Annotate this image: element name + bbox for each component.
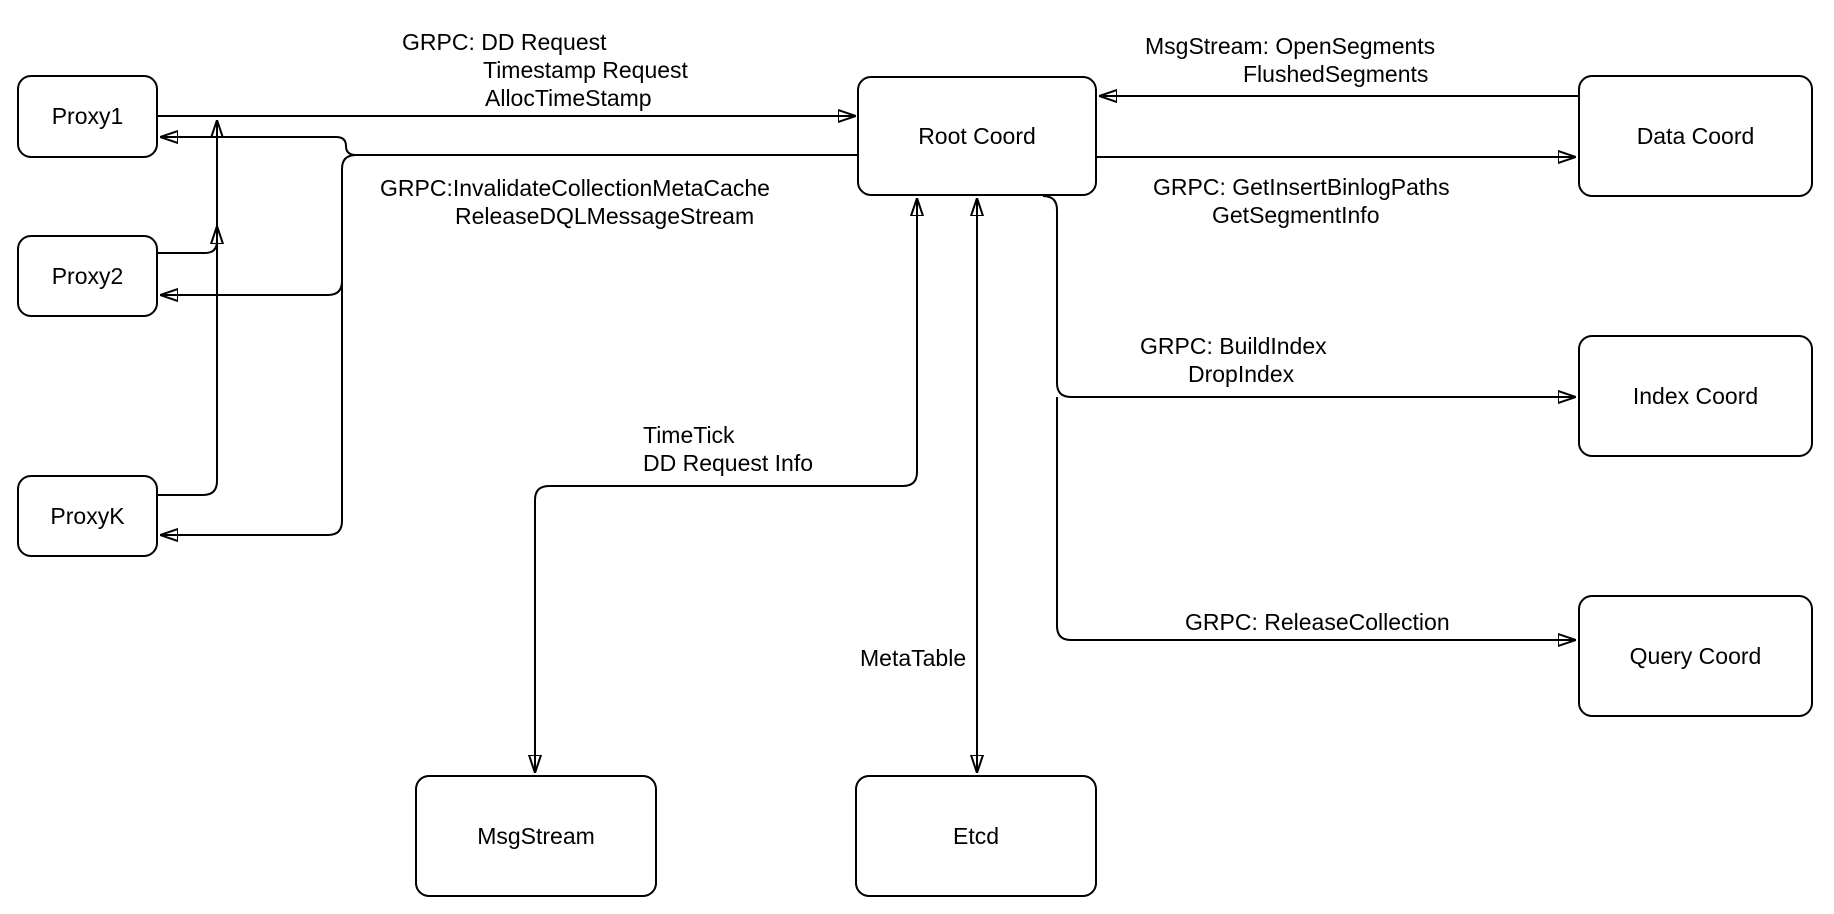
edge-label-dd-request-line2: Timestamp Request [483,57,688,83]
edge-label-get-insert-line2: GetSegmentInfo [1212,202,1380,228]
edge-rootcoord-to-indexcoord [1042,195,1575,397]
node-index-coord: Index Coord [1578,335,1813,457]
edge-rootcoord-to-proxyk [161,281,343,535]
edge-label-invalidate-line2: ReleaseDQLMessageStream [455,203,755,229]
edge-label-release-collection: GRPC: ReleaseCollection [1185,609,1450,635]
edge-label-time-tick-line2: DD Request Info [643,450,814,476]
edge-label-get-insert-line1: GRPC: GetInsertBinlogPaths [1153,174,1450,200]
edge-label-meta-table: MetaTable [860,645,967,671]
edge-label-build-index-line2: DropIndex [1188,361,1295,387]
edge-label-dd-request-line1: GRPC: DD Request [402,29,607,55]
edge-proxyk-feeder [158,121,217,496]
node-proxy1: Proxy1 [17,75,158,158]
edge-label-build-index-line1: GRPC: BuildIndex [1140,333,1327,359]
edge-label-open-segments-line1: MsgStream: OpenSegments [1145,33,1436,59]
edge-label-invalidate-line1: GRPC:InvalidateCollectionMetaCache [380,175,770,201]
edge-rootcoord-to-proxy1 [161,137,857,156]
node-msgstream: MsgStream [415,775,657,897]
node-proxy2: Proxy2 [17,235,158,317]
node-data-coord: Data Coord [1578,75,1813,197]
node-etcd: Etcd [855,775,1097,897]
edge-label-time-tick-line1: TimeTick [643,422,735,448]
edge-rootcoord-msgstream [535,199,917,772]
edge-rootcoord-to-querycoord [1056,397,1575,640]
edge-proxy2-merge [158,227,217,254]
node-query-coord: Query Coord [1578,595,1813,717]
edge-rootcoord-to-proxy2 [161,154,357,295]
edge-label-dd-request-line3: AllocTimeStamp [485,85,652,111]
node-proxyk: ProxyK [17,475,158,557]
edge-label-open-segments-line2: FlushedSegments [1243,61,1429,87]
node-root-coord: Root Coord [857,76,1097,196]
